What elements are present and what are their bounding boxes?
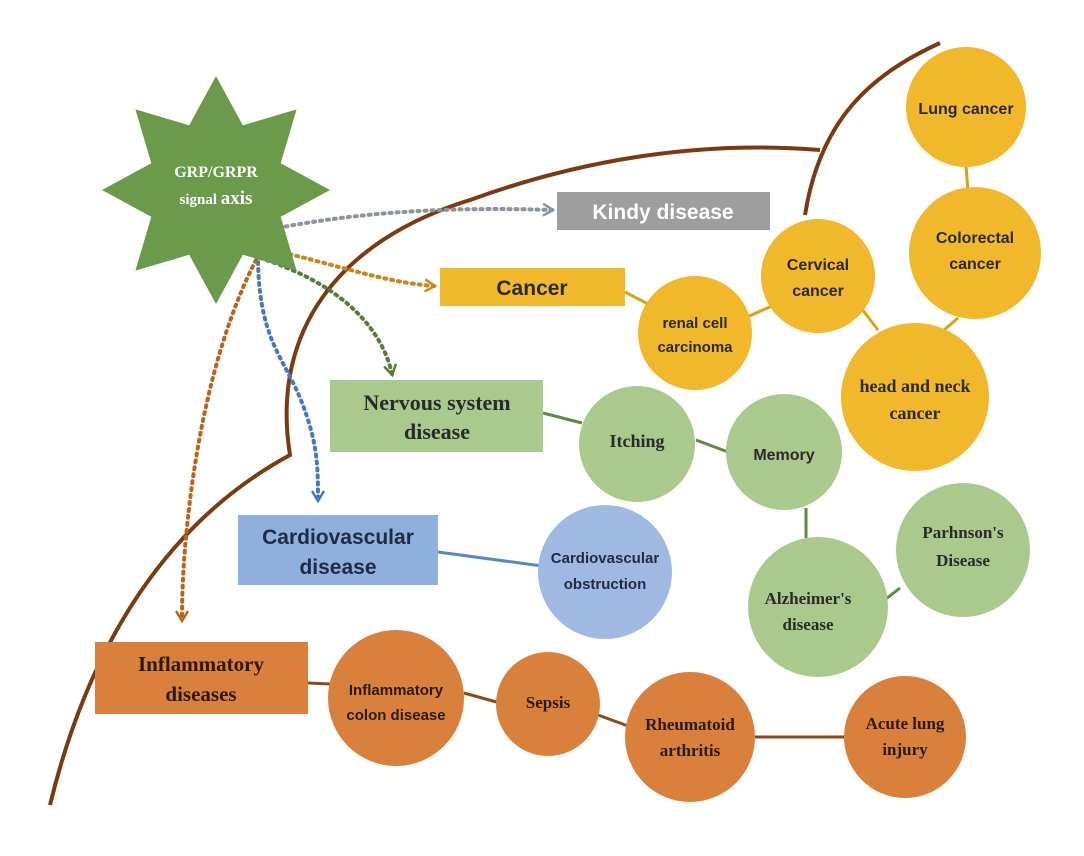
colorectal-label-line1: Colorectal	[936, 230, 1014, 247]
node-itching: Itching	[579, 386, 695, 502]
node-parkinsons-disease: Parhnson's Disease	[896, 483, 1030, 617]
node-alzheimers-disease: Alzheimer's disease	[748, 537, 888, 677]
hub-label-signal: signal	[180, 192, 221, 208]
node-memory: Memory	[726, 394, 842, 510]
node-acute-lung-injury: Acute lung injury	[844, 676, 966, 798]
ra-label-line2: arthritis	[660, 741, 721, 760]
node-head-and-neck-cancer: head and neck cancer	[841, 323, 989, 471]
kidney-label: Kindy disease	[592, 201, 733, 224]
node-inflammatory-colon-disease: Inflammatory colon disease	[328, 630, 464, 766]
sepsis-label: Sepsis	[526, 693, 571, 712]
nervous-label-line2: disease	[404, 419, 470, 444]
colon-label-line2: colon disease	[346, 707, 445, 724]
node-cardiovascular-obstruction: Cardiovascular obstruction	[538, 505, 672, 639]
ali-label-line2: injury	[882, 740, 928, 759]
memory-label: Memory	[753, 447, 814, 464]
renal-label-line1: renal cell	[662, 315, 727, 332]
cardio-label-line2: disease	[299, 556, 376, 579]
cardio-label-line1: Cardiovascular	[262, 526, 414, 549]
node-lung-cancer: Lung cancer	[906, 47, 1026, 167]
headneck-label-line1: head and neck	[859, 376, 970, 396]
lung-label: Lung cancer	[918, 101, 1013, 118]
hub-label-axis: axis	[221, 188, 253, 209]
cardio-category: Cardiovascular disease	[238, 515, 438, 585]
obstruction-label-line1: Cardiovascular	[551, 550, 660, 567]
cancer-category: Cancer	[440, 268, 625, 306]
parkinsons-label-line1: Parhnson's	[922, 523, 1004, 542]
node-renal-cell-carcinoma: renal cell carcinoma	[638, 276, 752, 390]
itching-label: Itching	[609, 431, 664, 451]
inflammatory-label-line2: diseases	[165, 682, 236, 706]
inner-arc	[803, 41, 941, 216]
hub-label-line1: GRP/GRPR	[174, 164, 258, 181]
arrow-to-inflammatory	[182, 258, 258, 620]
alzheimers-label-line2: disease	[783, 615, 834, 634]
node-cervical-cancer: Cervical cancer	[761, 219, 875, 333]
renal-label-line2: carcinoma	[657, 339, 733, 356]
arrow-to-kidney	[256, 209, 552, 234]
inflam-connectors	[307, 681, 846, 739]
node-sepsis: Sepsis	[496, 652, 600, 756]
nervous-label-line1: Nervous system	[363, 390, 510, 415]
colorectal-label-line2: cancer	[949, 256, 1001, 273]
star-shape	[102, 76, 330, 304]
parkinsons-label-line2: Disease	[936, 551, 990, 570]
ali-label-line1: Acute lung	[866, 714, 945, 733]
colon-label-line1: Inflammatory	[349, 682, 444, 699]
inflammatory-label-line1: Inflammatory	[138, 652, 264, 676]
node-rheumatoid-arthritis: Rheumatoid arthritis	[625, 672, 755, 802]
cancer-label: Cancer	[496, 277, 567, 300]
cervical-label-line1: Cervical	[787, 257, 849, 274]
cardio-connector	[437, 550, 543, 568]
nervous-category: Nervous system disease	[330, 380, 543, 452]
hub-label-line2: signal axis	[180, 188, 253, 209]
kidney-category: Kindy disease	[557, 192, 770, 230]
node-colorectal-cancer: Colorectal cancer	[909, 187, 1041, 319]
inflammatory-category: Inflammatory diseases	[95, 642, 308, 714]
obstruction-label-line2: obstruction	[564, 576, 647, 593]
headneck-label-line2: cancer	[890, 403, 941, 423]
alzheimers-label-line1: Alzheimer's	[765, 589, 852, 608]
hub-star: GRP/GRPR signal axis	[102, 76, 330, 304]
arrow-to-cardio	[256, 260, 318, 500]
arrow-to-nervous	[258, 256, 392, 374]
ra-label-line1: Rheumatoid	[645, 715, 735, 734]
cervical-label-line2: cancer	[792, 283, 844, 300]
outer-arc	[48, 145, 821, 806]
